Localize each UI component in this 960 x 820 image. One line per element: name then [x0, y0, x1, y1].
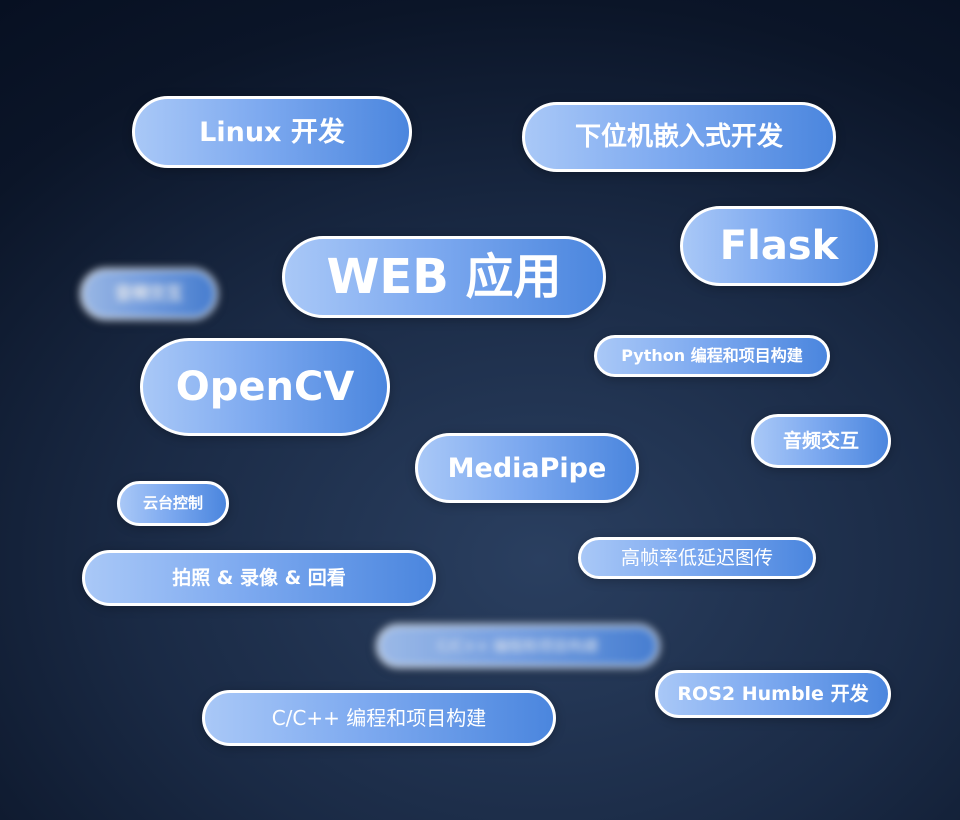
tag-web: WEB 应用: [282, 236, 606, 318]
tag-cpp: C/C++ 编程和项目构建: [202, 690, 556, 746]
tag-opencv: OpenCV: [140, 338, 390, 436]
tag-label: 下位机嵌入式开发: [574, 122, 783, 152]
tag-label: 音频交互: [782, 429, 859, 452]
tag-lowlatency: 高帧率低延迟图传: [578, 537, 816, 579]
tag-label: WEB 应用: [326, 249, 562, 305]
tag-photo: 拍照 & 录像 & 回看: [82, 550, 436, 606]
tag-label: 高帧率低延迟图传: [620, 546, 773, 569]
tag-label: OpenCV: [175, 364, 355, 410]
tag-gimbal: 云台控制: [117, 481, 229, 526]
tag-audio-blurred: 音频交互: [80, 268, 218, 320]
tag-ros2: ROS2 Humble 开发: [655, 670, 891, 718]
tag-label: Linux 开发: [199, 116, 345, 148]
tag-flask: Flask: [680, 206, 878, 286]
tag-label: MediaPipe: [447, 452, 607, 484]
tag-label: 云台控制: [142, 494, 203, 512]
tag-audio: 音频交互: [751, 414, 891, 468]
tag-label: ROS2 Humble 开发: [677, 682, 869, 705]
tag-label: 拍照 & 录像 & 回看: [172, 566, 346, 589]
tag-python: Python 编程和项目构建: [594, 335, 830, 377]
tag-label: Python 编程和项目构建: [621, 346, 803, 365]
tag-label: C/C++ 编程和项目构建: [271, 706, 487, 730]
tag-label: Flask: [719, 223, 839, 269]
tag-embedded: 下位机嵌入式开发: [522, 102, 836, 172]
tag-mediapipe: MediaPipe: [415, 433, 639, 503]
tag-label: 音频交互: [115, 283, 183, 304]
tag-label: C/C++ 编程和项目构建: [437, 636, 599, 655]
tag-linux: Linux 开发: [132, 96, 412, 168]
tag-cpp-blurred: C/C++ 编程和项目构建: [376, 624, 660, 668]
